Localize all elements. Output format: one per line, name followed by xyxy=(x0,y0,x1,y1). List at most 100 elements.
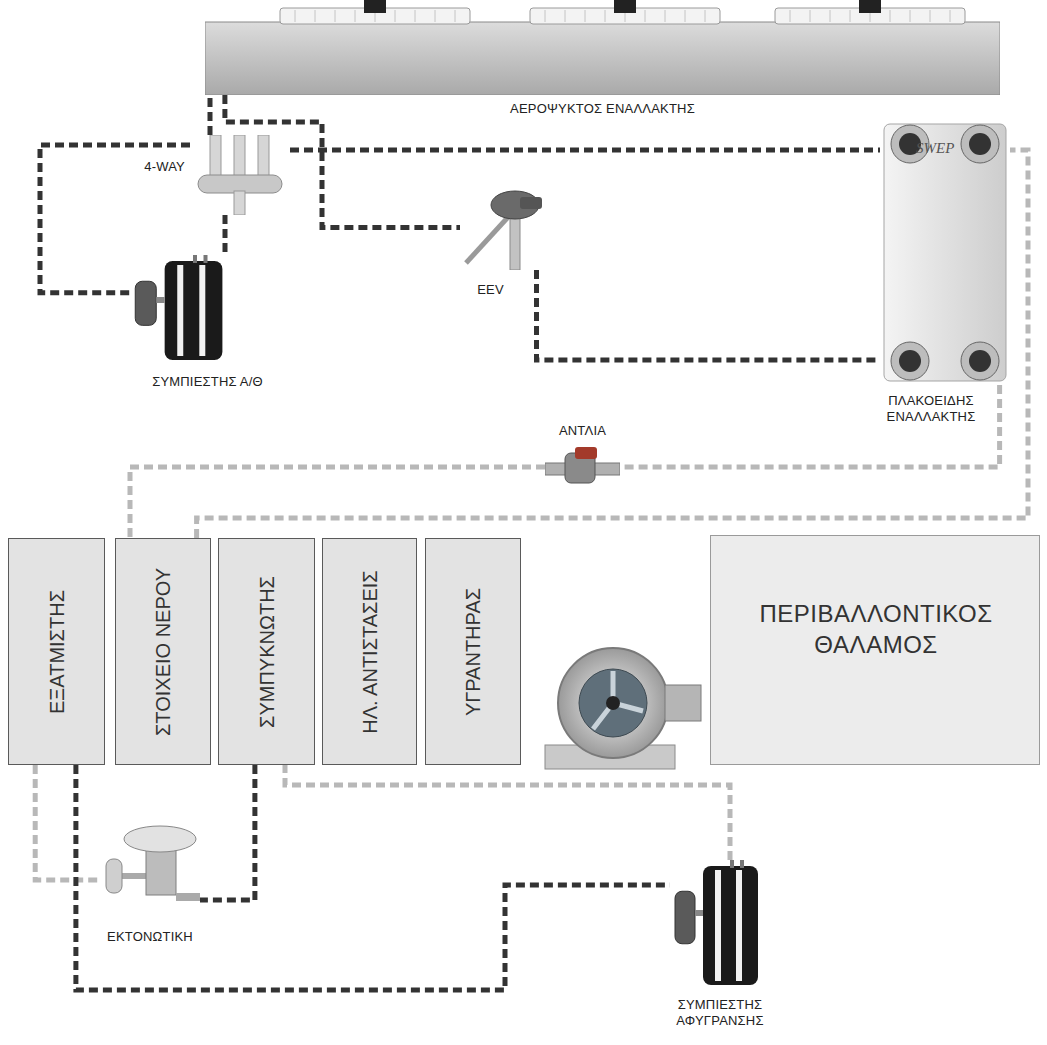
illustration-part xyxy=(520,197,542,209)
refrigerant-pipe xyxy=(223,215,228,255)
component-label: 4-WAY xyxy=(144,159,185,175)
illustration-part xyxy=(510,213,520,270)
illustration-part xyxy=(910,10,911,22)
unit-section: ΣΤΟΙΧΕΙΟ ΝΕΡΟΥ xyxy=(115,538,211,765)
illustration-part xyxy=(193,255,197,263)
section-label: ΣΥΜΠΥΚΝΩΤΗΣ xyxy=(255,576,278,728)
component: 4-WAY xyxy=(190,135,290,215)
illustration-part xyxy=(177,265,183,356)
component-label: ΣΥΜΠΙΕΣΤΗΣ ΑΦΥΓΡΑΝΣΗΣ xyxy=(655,997,785,1028)
fan-hub xyxy=(606,696,620,710)
component: ΣΥΜΠΙΕΣΤΗΣ Α/Θ xyxy=(130,255,235,360)
illustration-part xyxy=(675,891,695,944)
section-label: ΣΤΟΙΧΕΙΟ ΝΕΡΟΥ xyxy=(152,567,175,735)
component-illustration xyxy=(670,860,770,985)
component: EEV xyxy=(460,185,545,270)
component-illustration xyxy=(460,185,545,270)
illustration-part xyxy=(850,10,851,22)
illustration-part xyxy=(665,10,666,22)
section-label: ΗΛ. ΑΝΤΙΣΤΑΣΕΙΣ xyxy=(358,570,381,733)
illustration-part xyxy=(645,10,646,22)
illustration-part xyxy=(715,870,721,981)
illustration-part xyxy=(740,860,744,868)
component-illustration xyxy=(880,120,1010,385)
fan-wheel xyxy=(579,669,647,737)
water-pipe xyxy=(620,385,1000,467)
component: ΣΥΜΠΙΕΣΤΗΣ ΑΦΥΓΡΑΝΣΗΣ xyxy=(670,860,770,985)
illustration-part xyxy=(930,10,931,22)
illustration-part xyxy=(415,10,416,22)
illustration-part xyxy=(295,10,296,22)
illustration-part xyxy=(315,10,316,22)
chamber-label: ΠΕΡΙΒΑΛΛΟΝΤΙΚΟΣ ΘΑΛΑΜΟΣ xyxy=(731,598,1021,660)
illustration-part xyxy=(950,10,951,22)
illustration-part xyxy=(395,10,396,22)
refrigerant-pipe xyxy=(290,148,880,153)
fan-housing xyxy=(558,648,668,758)
refrigerant-pipe xyxy=(200,765,255,900)
illustration-part xyxy=(859,0,881,13)
illustration-part xyxy=(234,135,245,177)
illustration-part xyxy=(961,342,999,380)
illustration-part xyxy=(830,10,831,22)
unit-section: ΣΥΜΠΥΚΝΩΤΗΣ xyxy=(218,538,315,765)
water-pipe xyxy=(285,765,730,860)
illustration-part xyxy=(899,350,921,372)
unit-section: ΗΛ. ΑΝΤΙΣΤΑΣΕΙΣ xyxy=(322,538,417,765)
component-label: ΣΥΜΠΙΕΣΤΗΣ Α/Θ xyxy=(152,374,263,390)
illustration-part xyxy=(258,135,269,177)
refrigerant-pipe xyxy=(537,270,881,360)
illustration-part xyxy=(705,10,706,22)
component-label: EEV xyxy=(477,282,504,298)
illustration-part xyxy=(969,133,991,155)
component-label: ΑΕΡΟΨΥΚΤΟΣ ΕΝΑΛΛΑΚΤΗΣ xyxy=(510,101,695,117)
refrigerant-pipe xyxy=(208,95,213,135)
illustration-part xyxy=(614,0,636,13)
illustration-part xyxy=(156,297,164,303)
illustration-part xyxy=(176,893,200,901)
illustration-part xyxy=(364,0,386,13)
illustration-part xyxy=(969,350,991,372)
illustration-part xyxy=(466,215,510,263)
component-illustration xyxy=(190,135,290,215)
illustration-part xyxy=(585,10,586,22)
illustration-part xyxy=(198,175,282,193)
component: ΑΕΡΟΨΥΚΤΟΣ ΕΝΑΛΛΑΚΤΗΣ xyxy=(205,0,1000,95)
component: ΑΝΤΛΙΑ xyxy=(545,447,620,487)
illustration-part xyxy=(890,10,891,22)
illustration-part xyxy=(205,22,1000,95)
illustration-part xyxy=(565,10,566,22)
illustration-part xyxy=(736,870,742,981)
illustration-part xyxy=(961,125,999,163)
illustration-part xyxy=(204,255,208,263)
illustration-part xyxy=(165,261,223,360)
illustration-part xyxy=(790,10,791,22)
water-pipe xyxy=(35,765,100,880)
refrigerant-pipe xyxy=(225,95,460,228)
illustration-part xyxy=(210,135,221,177)
chamber-box: ΠΕΡΙΒΑΛΛΟΝΤΙΚΟΣ ΘΑΛΑΜΟΣ xyxy=(710,535,1040,765)
illustration-part xyxy=(891,342,929,380)
component-label: ΑΝΤΛΙΑ xyxy=(559,423,606,439)
component: ΠΛΑΚΟΕΙΔΗΣ ΕΝΑΛΛΑΚΤΗΣ xyxy=(880,120,1010,385)
component-label: ΕΚΤΟΝΩΤΙΚΗ xyxy=(107,929,193,945)
illustration-part xyxy=(124,826,196,852)
brand-label: SWEP xyxy=(916,140,954,157)
fan-outlet xyxy=(665,685,701,721)
component-illustration xyxy=(100,815,200,915)
illustration-part xyxy=(810,10,811,22)
illustration-part xyxy=(884,124,1006,381)
illustration-part xyxy=(703,866,758,985)
unit-section: ΥΓΡΑΝΤΗΡΑΣ xyxy=(425,538,521,765)
section-label: ΥΓΡΑΝΤΗΡΑΣ xyxy=(462,587,485,715)
illustration-part xyxy=(199,265,205,356)
illustration-part xyxy=(135,281,156,325)
illustration-part xyxy=(335,10,336,22)
illustration-part xyxy=(575,447,597,459)
illustration-part xyxy=(146,849,176,895)
component: ΕΚΤΟΝΩΤΙΚΗ xyxy=(100,815,200,915)
illustration-part xyxy=(455,10,456,22)
water-pipe xyxy=(130,467,545,538)
illustration-part xyxy=(106,859,122,893)
